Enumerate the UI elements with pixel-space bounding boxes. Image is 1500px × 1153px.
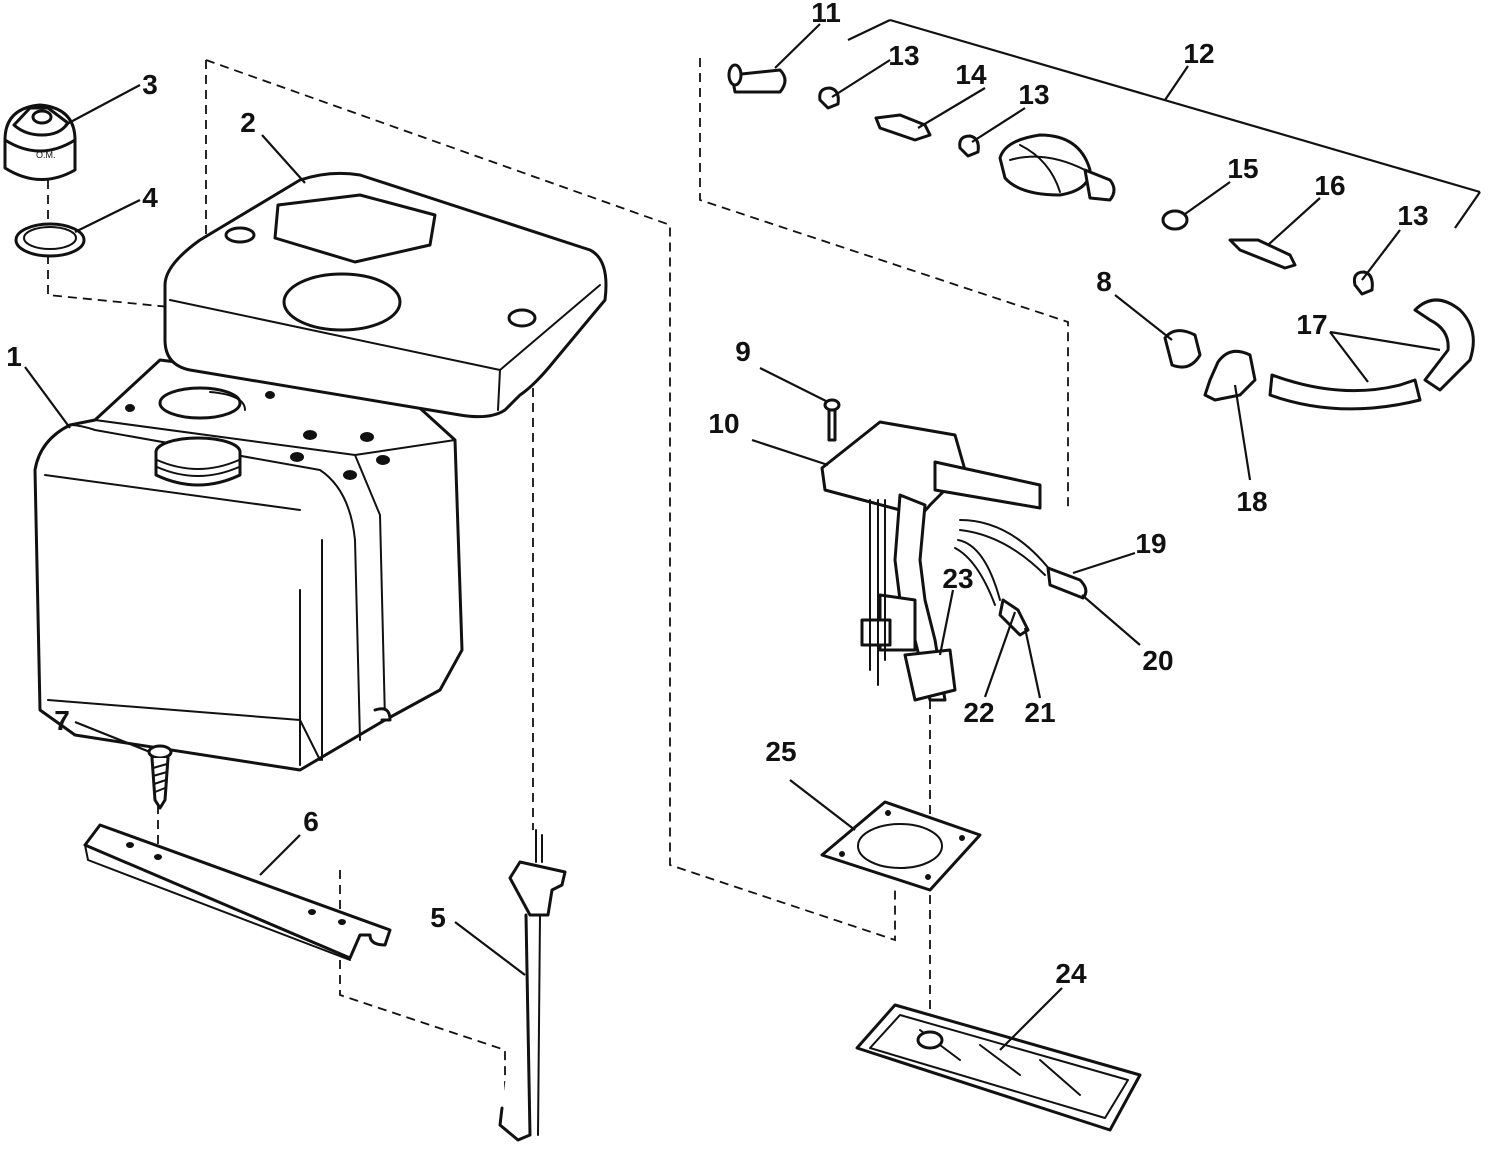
hose-clamp-15: [1161, 209, 1189, 231]
callout-13b: 13: [1018, 79, 1049, 110]
callout-21: 21: [1024, 697, 1055, 728]
hose-clamp-8: [1163, 329, 1202, 369]
oil-level-sender: [498, 829, 567, 1142]
callout-10: 10: [708, 408, 739, 439]
callout-16: 16: [1314, 170, 1345, 201]
check-valve-16: [1228, 238, 1297, 270]
callout-5: 5: [430, 902, 446, 933]
pickup-assembly: [820, 420, 1042, 702]
callout-13c: 13: [1397, 200, 1428, 231]
callout-8: 8: [1096, 266, 1112, 297]
filler-cap: O.M.: [3, 103, 77, 181]
tank-cover: [163, 171, 608, 419]
callout-1: 1: [6, 341, 22, 372]
hose-17: [1268, 298, 1475, 411]
pickup-gasket: [820, 800, 982, 892]
callout-18: 18: [1236, 486, 1267, 517]
cap-gasket: [14, 222, 86, 258]
callout-15: 15: [1227, 153, 1258, 184]
callout-23: 23: [942, 563, 973, 594]
mounting-bracket: [83, 823, 392, 961]
callout-17: 17: [1296, 309, 1327, 340]
callout-7: 7: [54, 705, 70, 736]
callout-13a: 13: [888, 40, 919, 71]
callout-6: 6: [303, 806, 319, 837]
callout-19: 19: [1135, 528, 1166, 559]
oil-tank: [33, 358, 464, 772]
hose-clamp-13a: [818, 86, 840, 110]
screw-9: [823, 398, 841, 442]
hose-fitting-11: [727, 63, 787, 94]
hose-connector-18: [1203, 349, 1257, 402]
primer-bulb: [998, 133, 1116, 202]
filter-screen: [855, 1003, 1142, 1132]
leader-lines: [24, 18, 1481, 1051]
callout-labels: 3 4 2 1 7 6 5 11 12 13 14 13 15 16 13 8 …: [6, 0, 1428, 989]
callout-24: 24: [1055, 958, 1087, 989]
mounting-screw: [147, 744, 173, 810]
callout-4: 4: [142, 182, 158, 213]
cap-text: O.M.: [36, 150, 56, 160]
barbed-fitting-14: [874, 113, 932, 142]
callout-12: 12: [1183, 38, 1214, 69]
sender-wires: [954, 519, 1088, 637]
callout-11: 11: [811, 0, 841, 28]
callout-22: 22: [963, 697, 994, 728]
callout-25: 25: [765, 736, 796, 767]
callout-3: 3: [142, 69, 158, 100]
callout-14: 14: [955, 59, 987, 90]
callout-2: 2: [240, 107, 256, 138]
callout-20: 20: [1142, 645, 1173, 676]
hose-clamp-13c: [1352, 270, 1374, 296]
callout-9: 9: [735, 336, 751, 367]
